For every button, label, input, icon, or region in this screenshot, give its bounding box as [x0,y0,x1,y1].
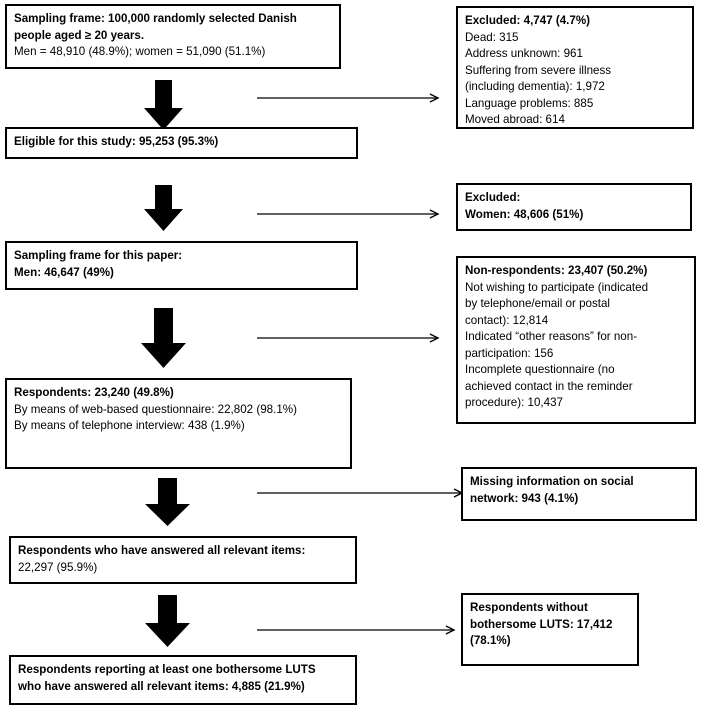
side-arrow-5-head [445,625,456,635]
sampling-frame-box: Sampling frame: 100,000 randomly selecte… [5,4,341,69]
without-luts-box: Respondents without bothersome LUTS: 17,… [461,593,639,666]
missing-info-count: network: 943 (4.1%) [470,491,579,505]
eligible-text: Eligible for this study: 95,253 (95.3%) [14,135,219,148]
excluded-women-count: Women: 48,606 (51%) [465,207,584,221]
respondents-box: Respondents: 23,240 (49.8%) By means of … [5,378,352,469]
excluded-dead: Dead: 315 [465,30,519,44]
down-arrow-3 [141,308,186,368]
respondents-web: By means of web-based questionnaire: 22,… [14,402,297,416]
excluded-illness-cont: (including dementia): 1,972 [465,80,605,93]
reporting-luts-count: who have answered all relevant items: 4,… [18,679,305,693]
excluded-box: Excluded: 4,747 (4.7%) Dead: 315 Address… [456,6,694,129]
excluded-women-box: Excluded: Women: 48,606 (51%) [456,183,692,231]
excluded-address: Address unknown: 961 [465,47,583,60]
sampling-frame-gender: Men = 48,910 (48.9%); women = 51,090 (51… [14,45,266,58]
respondents-telephone: By means of telephone interview: 438 (1.… [14,419,245,432]
answered-all-count: 22,297 (95.9%) [18,560,98,574]
down-arrow-5 [145,595,190,647]
missing-info-title: Missing information on social [470,475,634,488]
without-luts-title: Respondents without [470,601,588,614]
sampling-frame-paper-box: Sampling frame for this paper: Men: 46,6… [5,241,358,290]
respondents-title: Respondents: 23,240 (49.8%) [14,386,174,399]
sampling-frame-title: Sampling frame: 100,000 randomly selecte… [14,12,297,25]
side-arrow-1-head [429,93,440,103]
non-respondents-line-5: participation: 156 [465,346,554,360]
down-arrow-2 [144,185,183,231]
non-respondents-line-8: procedure): 10,437 [465,396,563,409]
non-respondents-line-2: by telephone/email or postal [465,297,611,310]
non-respondents-line-4: Indicated “other reasons” for non- [465,330,638,343]
sampling-frame-paper-title: Sampling frame for this paper: [14,249,183,262]
non-respondents-box: Non-respondents: 23,407 (50.2%) Not wish… [456,256,696,424]
excluded-language: Language problems: 885 [465,96,594,110]
answered-all-box: Respondents who have answered all releva… [9,536,357,584]
non-respondents-title: Non-respondents: 23,407 (50.2%) [465,264,648,277]
excluded-women-title: Excluded: [465,191,521,204]
without-luts-count: bothersome LUTS: 17,412 [470,617,613,631]
eligible-box: Eligible for this study: 95,253 (95.3%) [5,127,358,159]
side-arrow-2-head [429,209,440,219]
excluded-illness: Suffering from severe illness [465,63,612,77]
non-respondents-line-3: contact): 12,814 [465,313,549,327]
down-arrow-4 [145,478,190,526]
excluded-title: Excluded: 4,747 (4.7%) [465,14,591,27]
missing-info-box: Missing information on social network: 9… [461,467,697,521]
answered-all-title: Respondents who have answered all releva… [18,544,306,557]
side-arrow-3-head [429,333,440,343]
reporting-luts-box: Respondents reporting at least one bothe… [9,655,357,705]
non-respondents-line-6: Incomplete questionnaire (no [465,363,615,376]
sampling-frame-title-cont: people aged ≥ 20 years. [14,28,145,42]
non-respondents-line-7: achieved contact in the reminder [465,379,633,393]
sampling-frame-paper-men: Men: 46,647 (49%) [14,265,114,279]
down-arrow-1 [144,80,183,130]
without-luts-percent: (78.1%) [470,634,511,647]
excluded-moved: Moved abroad: 614 [465,113,565,126]
non-respondents-line-1: Not wishing to participate (indicated [465,280,649,294]
reporting-luts-title: Respondents reporting at least one bothe… [18,663,316,676]
